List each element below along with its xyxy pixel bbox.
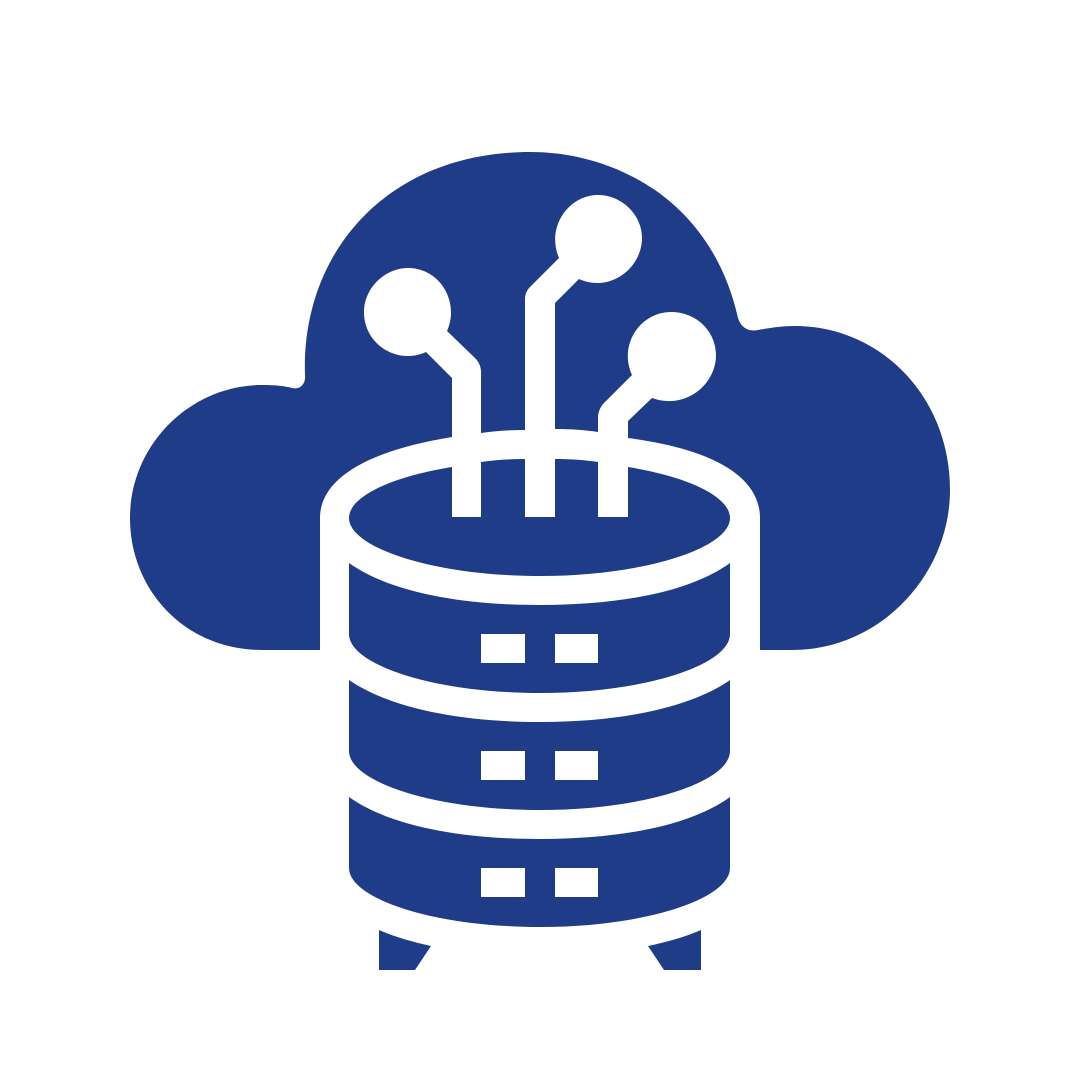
database-top-disk xyxy=(349,459,730,576)
database-layer-3 xyxy=(349,797,730,927)
database-layer-1 xyxy=(349,563,730,693)
server-slot-3b xyxy=(555,868,598,897)
cloud-shape xyxy=(130,152,950,650)
database-foot-left xyxy=(379,930,431,970)
server-slot-1b xyxy=(555,634,598,663)
server-slot-2a xyxy=(481,751,525,780)
server-slot-2b xyxy=(555,751,598,780)
server-slot-1a xyxy=(481,634,525,663)
database-foot-right xyxy=(648,930,701,970)
database-layer-2 xyxy=(349,680,730,810)
server-slot-3a xyxy=(481,868,525,897)
